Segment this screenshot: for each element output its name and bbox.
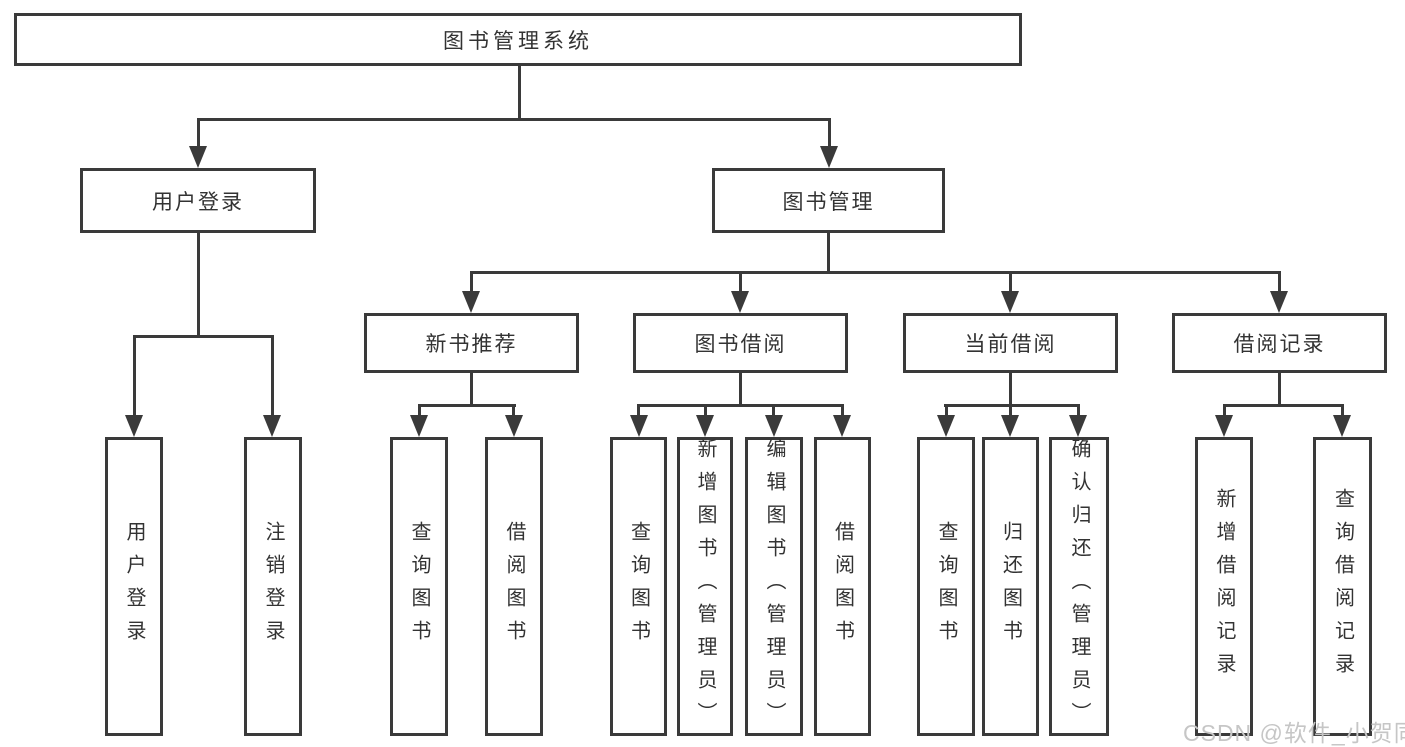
connector-line [1009,404,1012,417]
leaf-edit-books-admin: 编辑图书（管理员） [745,437,803,736]
leaf-logout-login: 注销登录 [244,437,302,736]
node-new-book-recommend: 新书推荐 [364,313,579,373]
connector-line [133,335,274,338]
connector-line [944,404,1080,407]
node-borrowing-records: 借阅记录 [1172,313,1387,373]
leaf-add-books-admin: 新增图书（管理员） [677,437,733,736]
arrowhead-down-icon [1333,415,1351,437]
connector-line [772,404,775,417]
leaf-query-books-current: 查询图书 [917,437,975,736]
arrowhead-down-icon [1270,291,1288,313]
node-current-borrowing: 当前借阅 [903,313,1118,373]
connector-line [1009,271,1012,293]
node-label: 查询图书 [935,520,957,653]
node-book-management: 图书管理 [712,168,945,233]
node-label: 归还图书 [999,520,1022,653]
connector-line [704,404,707,417]
leaf-add-borrow-record: 新增借阅记录 [1195,437,1253,736]
arrowhead-down-icon [1215,415,1233,437]
arrowhead-down-icon [820,146,838,168]
leaf-query-borrow-record: 查询借阅记录 [1313,437,1372,736]
leaf-confirm-return-admin: 确认归还（管理员） [1049,437,1109,736]
arrowhead-down-icon [833,415,851,437]
connector-line [828,118,831,148]
leaf-return-books: 归还图书 [982,437,1039,736]
connector-line [1278,271,1281,293]
connector-line [418,404,516,407]
connector-line [133,335,136,417]
connector-line [271,335,274,417]
connector-line [470,271,473,293]
node-label: 注销登录 [262,520,284,653]
connector-line [197,118,831,121]
leaf-query-books-recommend: 查询图书 [390,437,448,736]
arrowhead-down-icon [937,415,955,437]
connector-line [1341,404,1344,417]
node-label: 借阅图书 [503,520,525,653]
arrowhead-down-icon [630,415,648,437]
arrowhead-down-icon [1001,291,1019,313]
node-label: 查询借阅记录 [1331,487,1354,686]
node-library-system: 图书管理系统 [14,13,1022,66]
node-label: 新增借阅记录 [1213,487,1235,686]
csdn-watermark: CSDN @软件_小贺同学 [1183,720,1405,746]
leaf-query-books-borrowing: 查询图书 [610,437,667,736]
connector-line [827,233,830,274]
arrowhead-down-icon [1001,415,1019,437]
arrowhead-down-icon [731,291,749,313]
connector-line [470,373,473,406]
connector-line [637,404,640,417]
connector-line [739,373,742,406]
connector-line [637,404,844,407]
connector-line [945,404,948,417]
arrowhead-down-icon [462,291,480,313]
node-label: 确认归还（管理员） [1068,438,1090,735]
node-user-login: 用户登录 [80,168,316,233]
node-label: 图书管理 [782,190,875,214]
arrowhead-down-icon [696,415,714,437]
connector-line [197,118,200,148]
node-label: 新增图书（管理员） [694,438,716,735]
connector-line [1223,404,1344,407]
connector-line [512,404,515,417]
arrowhead-down-icon [263,415,281,437]
connector-line [739,271,742,293]
leaf-borrow-books-recommend: 借阅图书 [485,437,543,736]
arrowhead-down-icon [765,415,783,437]
leaf-borrow-books: 借阅图书 [814,437,871,736]
node-label: 当前借阅 [964,333,1057,356]
arrowhead-down-icon [1069,415,1087,437]
connector-line [418,404,421,417]
leaf-user-login: 用户登录 [105,437,163,736]
node-label: 查询图书 [627,520,650,653]
node-label: 查询图书 [408,520,430,653]
connector-line [518,66,521,120]
node-label: 图书借阅 [694,333,787,356]
node-label: 借阅记录 [1233,333,1326,356]
node-label: 新书推荐 [425,333,518,356]
node-label: 图书管理系统 [443,29,593,53]
connector-line [841,404,844,417]
arrowhead-down-icon [505,415,523,437]
node-label: 编辑图书（管理员） [763,438,785,735]
connector-line [1009,373,1012,406]
connector-line [470,271,1281,274]
node-label: 用户登录 [123,520,145,653]
connector-line [1077,404,1080,417]
connector-line [1223,404,1226,417]
connector-line [1278,373,1281,406]
arrowhead-down-icon [410,415,428,437]
node-label: 用户登录 [152,190,244,214]
connector-line [197,233,200,337]
arrowhead-down-icon [125,415,143,437]
node-book-borrowing: 图书借阅 [633,313,848,373]
node-label: 借阅图书 [831,520,854,653]
arrowhead-down-icon [189,146,207,168]
